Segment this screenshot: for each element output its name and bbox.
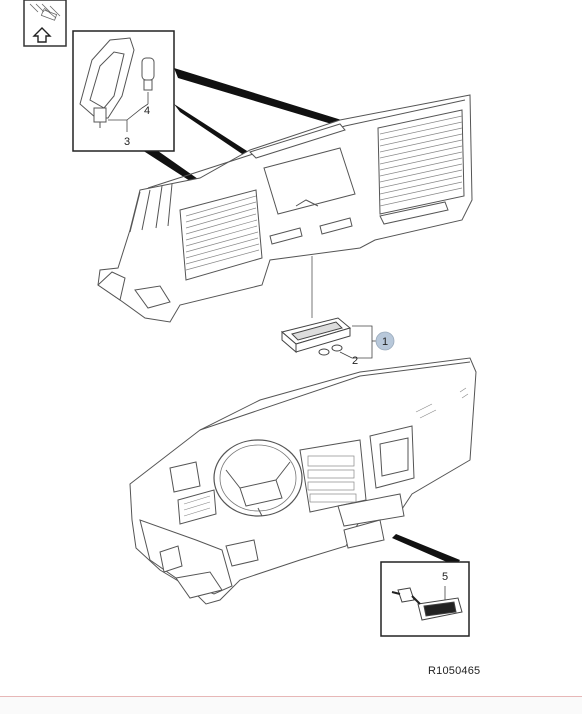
upper-dash-assembly	[97, 68, 473, 323]
bottom-divider	[0, 696, 582, 714]
callout-label-2[interactable]: 2	[352, 355, 358, 367]
nav-thumbnail[interactable]	[23, 0, 67, 47]
callout-label-4[interactable]: 4	[144, 105, 150, 117]
leader-wedge	[392, 534, 460, 566]
reference-code: R1050465	[428, 665, 481, 677]
callout-label-1[interactable]: 1	[382, 336, 388, 348]
callout-label-3[interactable]: 3	[124, 136, 130, 148]
lamp-with-bulbs	[280, 256, 395, 359]
lower-dash-assembly	[129, 357, 477, 605]
detail-box-lamp	[380, 561, 470, 637]
detail-box-bulb-holder	[72, 30, 175, 152]
up-arrow-icon[interactable]	[32, 27, 52, 43]
callout-label-5[interactable]: 5	[442, 571, 448, 583]
callout-1-highlight[interactable]	[375, 331, 395, 351]
